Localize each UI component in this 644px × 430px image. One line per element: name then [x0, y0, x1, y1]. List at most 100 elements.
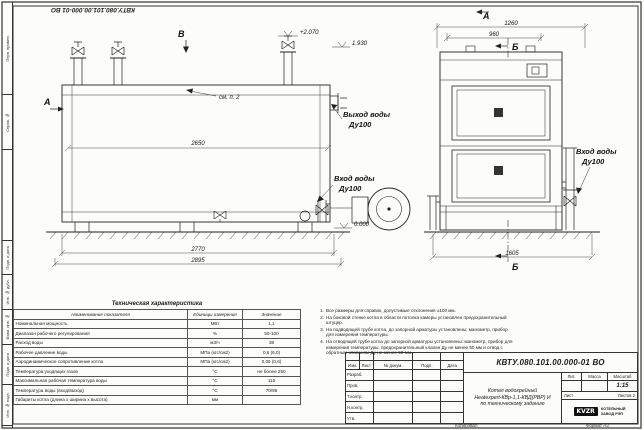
see-note-ref: см. п. 2: [219, 95, 240, 101]
leader-arrowheads: [58, 9, 582, 259]
tb-role-cell: [441, 381, 463, 391]
boiler-side-view: [46, 35, 411, 240]
dim-2770: 2770: [190, 247, 205, 253]
tech-cell: Температура воды (вход/выход): [13, 385, 188, 396]
level-marks: [278, 30, 352, 229]
margin-cell: Подп. и дата: [2, 240, 12, 275]
lit-label: Лит.: [562, 373, 582, 380]
tb-role-label: Разраб.: [346, 370, 374, 380]
section-marker-b-bottom: Б: [512, 262, 519, 272]
tb-role-cell: [441, 402, 463, 412]
water-inlet-side-dn: Ду100: [338, 184, 362, 193]
note-number: 2.: [320, 314, 324, 320]
tech-cell: не более 250: [242, 366, 301, 377]
tb-role-row: Н.контр.: [346, 402, 463, 414]
lit-value: [562, 381, 582, 391]
tech-cell: м3/ч: [187, 337, 243, 348]
tech-header-cell: Наименование показателя: [13, 309, 188, 320]
tb-role-row: Утв.: [346, 413, 463, 423]
tb-role-cell: [413, 413, 442, 423]
note-number: 3.: [320, 326, 324, 332]
tb-role-cell: [374, 370, 414, 380]
tb-role-label: Т.контр.: [346, 391, 374, 402]
tb-role-cell: [413, 391, 442, 402]
tb-roles: Разраб.Пров.Т.контр.Н.контр.Утв.: [346, 370, 463, 423]
tech-cell: °С: [187, 375, 243, 386]
dim-1605: 1605: [505, 251, 519, 257]
company-name-line-2: ЗАВОД РЭП: [600, 411, 624, 416]
tech-header-cell: Значение: [242, 309, 301, 320]
product-line-2: Heatexpert-КВр-1,1-КВД(РВР) И: [474, 394, 551, 401]
tb-role-cell: [374, 402, 414, 413]
tech-row: Диапазон рабочего регулирования%50-100: [13, 328, 301, 339]
tech-cell: МВт: [187, 318, 243, 329]
tech-cell: Расход воды: [13, 337, 188, 348]
water-inlet-front-label: Вход воды: [576, 147, 617, 156]
tech-row: Габариты котла (длина х ширина х высота)…: [13, 394, 301, 405]
tech-cell: мм: [187, 394, 243, 405]
sheets-row: Лист Листов 2: [562, 392, 637, 400]
tb-role-label: Утв.: [346, 413, 374, 423]
tech-table: Техническая характеристика Наименование …: [13, 300, 301, 405]
margin-cell: Инв. № дубл.: [2, 275, 12, 310]
tech-cell: %: [187, 328, 243, 339]
note-item: 2.На боковой стенке котла в области пото…: [318, 315, 514, 326]
tech-cell: [242, 394, 301, 405]
tb-role-label: Пров.: [346, 380, 374, 391]
tb-role-cell: [441, 370, 463, 380]
sheets-label: Листов: [617, 393, 632, 398]
tb-right: КВТУ.080.101.00.000-01 ВО Котел водогрей…: [464, 353, 637, 423]
tb-column-header: № докум.: [374, 361, 414, 369]
dim-960: 960: [489, 32, 500, 38]
note-item: 1.Все размеры для справок, допустимые от…: [318, 308, 514, 314]
level-outlet: 1.930: [352, 41, 368, 47]
tech-cell: 70/95: [242, 385, 301, 396]
mass-label: Масса: [582, 373, 608, 380]
mass-value: [582, 381, 608, 391]
tech-cell: 50-100: [242, 328, 301, 339]
section-marker-a-top: А: [482, 11, 490, 21]
tb-role-cell: [413, 370, 442, 380]
company-name-line-1: КОТЕЛЬНЫЙ: [600, 407, 626, 412]
dim-2650: 2650: [190, 141, 205, 147]
tb-empty-row: [346, 353, 463, 361]
note-number: 4.: [320, 338, 324, 344]
water-outlet-label: Выход воды: [343, 110, 391, 119]
tech-cell: 115: [242, 375, 301, 386]
copied-label: Копировал: [455, 423, 478, 428]
margin-spacer: [2, 150, 12, 240]
margin-cell: Справ. №: [2, 95, 12, 150]
notes-list: 1.Все размеры для справок, допустимые от…: [318, 308, 514, 356]
tech-cell: Температура уходящих газов: [13, 366, 188, 377]
level-zero: 0.000: [354, 222, 370, 228]
tech-cell: Номинальная мощность: [13, 318, 188, 329]
tb-product-name: Котел водогрейный Heatexpert-КВр-1,1-КВД…: [464, 373, 562, 423]
tb-role-cell: [441, 413, 463, 423]
notes: 1.Все размеры для справок, допустимые от…: [318, 308, 514, 357]
tb-role-row: Т.контр.: [346, 391, 463, 403]
top-doc-code: КВТУ.080.101.00.000-01 ВО: [51, 6, 135, 13]
scale-label: Масштаб: [613, 374, 632, 379]
tech-cell: 0,6 (6,0): [242, 347, 301, 358]
note-item: 3.На подводящей трубе котла, до запорной…: [318, 327, 514, 338]
section-marker-a-left: А: [43, 97, 51, 107]
tech-cell: °С: [187, 385, 243, 396]
level-top: +2.070: [300, 30, 319, 36]
section-marker-b-top: Б: [512, 42, 519, 52]
company-name: КОТЕЛЬНЫЙ ЗАВОД РЭП: [601, 407, 626, 416]
dim-2895: 2895: [190, 258, 205, 264]
dimension-lines: [51, 23, 596, 268]
tech-table-title: Техническая характеристика: [111, 301, 203, 307]
